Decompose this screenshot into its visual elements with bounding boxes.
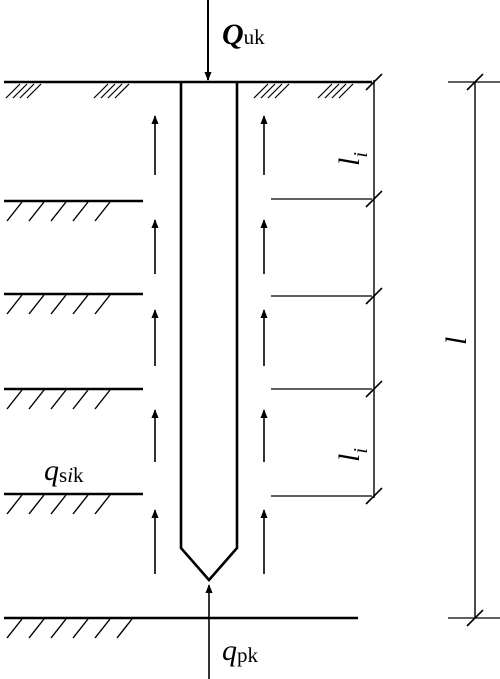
load-label: Quk (222, 18, 265, 51)
total-dimension-ticks (466, 73, 484, 627)
total-length-label: l (440, 337, 473, 345)
layer-dimension-ticks (365, 73, 383, 505)
layer-length-label-top: li (333, 152, 372, 166)
ground-hatch (5, 83, 354, 99)
layer-length-label-bottom: li (333, 448, 372, 462)
layer-extension-lines (271, 198, 372, 497)
side-resistance-label: qsik (44, 454, 84, 487)
layer-hatch (6, 201, 133, 639)
tip-resistance-label: qpk (222, 634, 259, 667)
soil-layer-boundaries (4, 199, 143, 496)
pile-outline (179, 82, 239, 582)
